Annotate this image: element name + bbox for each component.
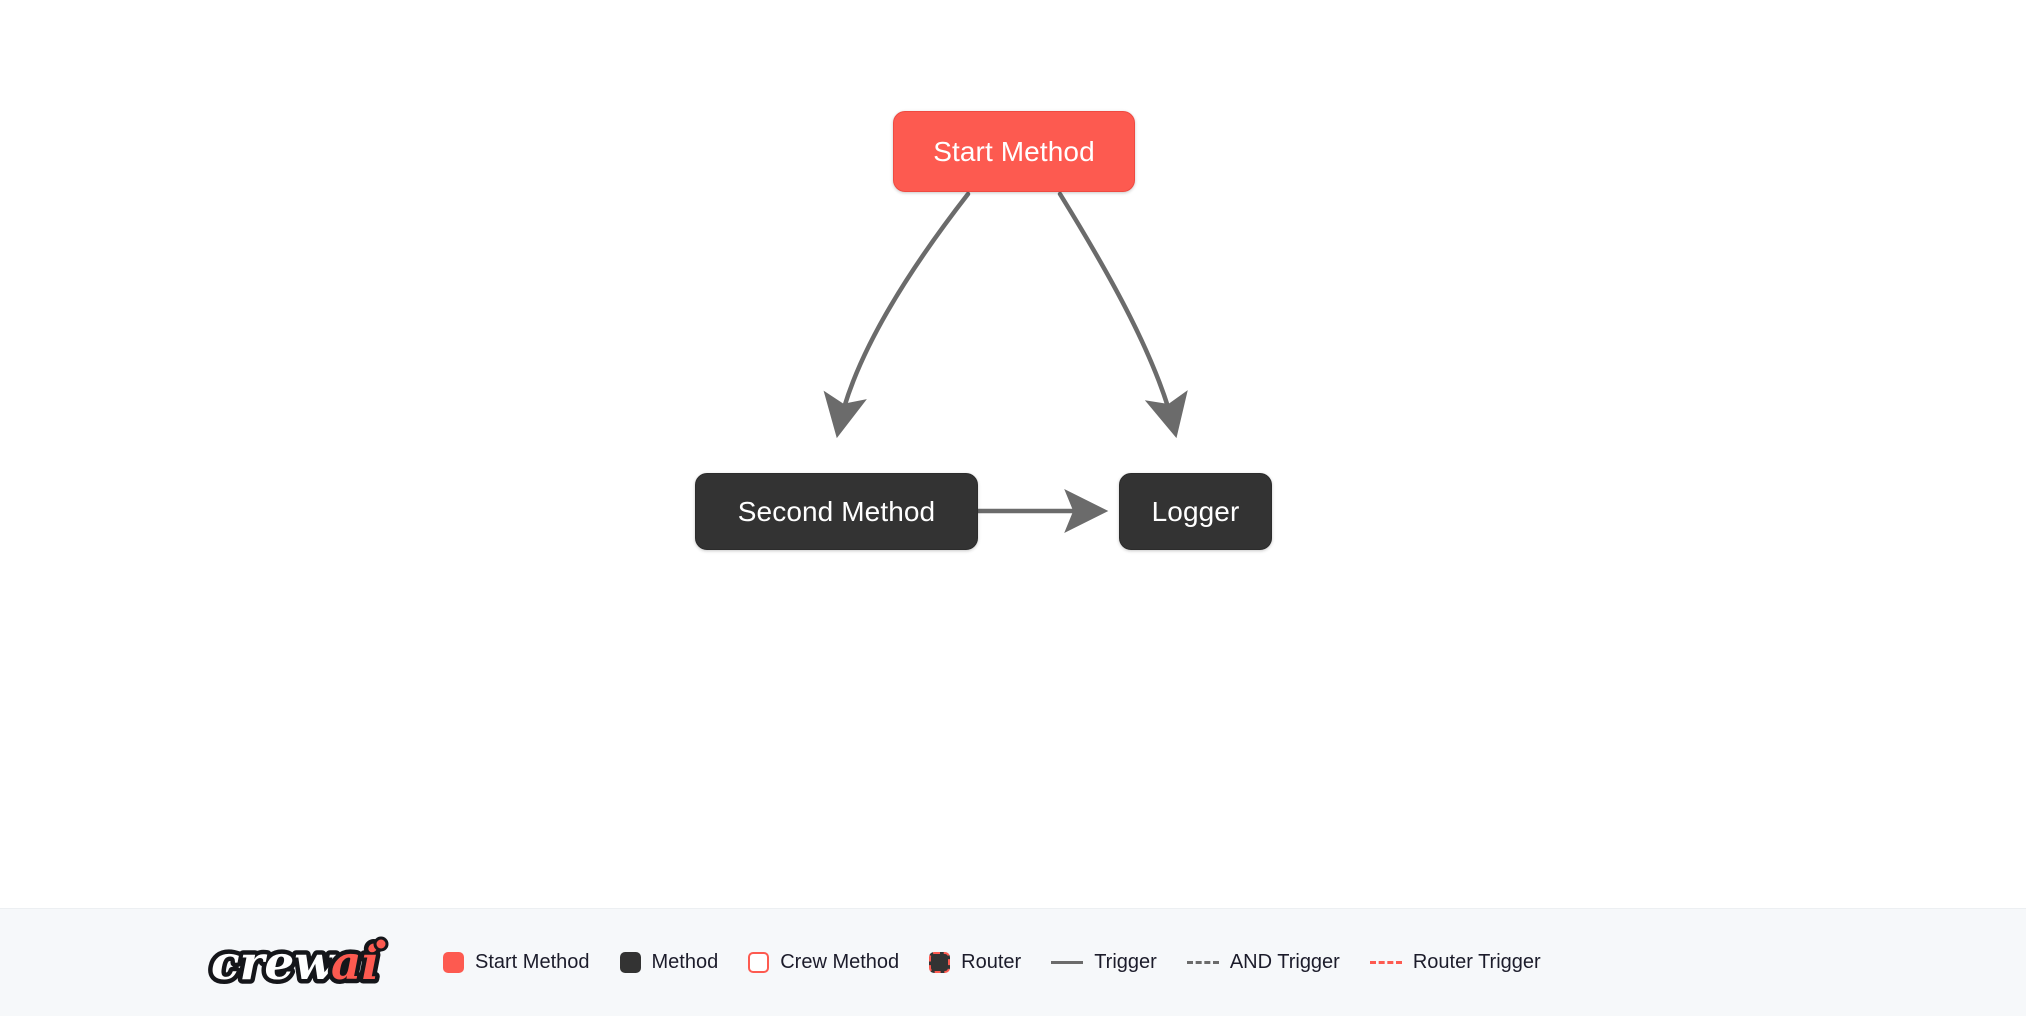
legend-label-router-trigger: Router Trigger bbox=[1412, 951, 1541, 973]
node-logger[interactable]: Logger bbox=[1119, 473, 1272, 550]
swatch-crew-method-icon bbox=[748, 952, 770, 973]
legend-label-router: Router bbox=[961, 951, 1022, 973]
swatch-method-icon bbox=[619, 952, 641, 973]
node-start-method[interactable]: Start Method bbox=[893, 111, 1135, 192]
legend-item-method: Method bbox=[619, 951, 719, 974]
legend-bar: crew crew ai ai Start Method Method Crew… bbox=[0, 908, 2026, 1016]
node-start-method-label: Start Method bbox=[933, 135, 1095, 167]
crewai-logo-dot bbox=[376, 939, 386, 948]
legend-label-and-trigger: AND Trigger bbox=[1229, 951, 1340, 973]
legend-item-and-trigger: AND Trigger bbox=[1186, 951, 1340, 974]
line-and-trigger-icon bbox=[1186, 961, 1219, 964]
edge-start-to-second bbox=[823, 191, 971, 439]
legend-item-router-trigger: Router Trigger bbox=[1369, 951, 1541, 974]
flow-canvas[interactable]: Start Method Second Method Logger bbox=[0, 0, 2026, 908]
legend-item-router: Router bbox=[929, 951, 1021, 974]
legend-item-crew-method: Crew Method bbox=[748, 951, 899, 974]
legend-item-trigger: Trigger bbox=[1051, 951, 1157, 974]
crewai-logo-primary-fill: crew bbox=[211, 936, 336, 991]
crewai-logo-accent-fill: ai bbox=[331, 936, 379, 991]
node-second-method[interactable]: Second Method bbox=[695, 473, 978, 550]
swatch-router-icon bbox=[929, 952, 951, 973]
legend-item-start-method: Start Method bbox=[443, 951, 590, 974]
swatch-start-method-icon bbox=[443, 952, 464, 973]
edge-layer bbox=[823, 191, 1188, 534]
line-trigger-icon bbox=[1051, 961, 1084, 964]
crewai-logo-primary: crew bbox=[211, 936, 336, 991]
edge-start-to-logger bbox=[1057, 191, 1188, 439]
node-logger-label: Logger bbox=[1151, 495, 1240, 527]
legend-label-method: Method bbox=[651, 951, 719, 973]
legend-label-trigger: Trigger bbox=[1094, 951, 1157, 973]
crewai-logo-icon: crew crew ai ai bbox=[207, 932, 389, 994]
legend-label-start-method: Start Method bbox=[475, 951, 590, 973]
legend-label-crew-method: Crew Method bbox=[780, 951, 900, 973]
node-second-method-label: Second Method bbox=[737, 495, 936, 527]
line-router-trigger-icon bbox=[1369, 961, 1402, 964]
